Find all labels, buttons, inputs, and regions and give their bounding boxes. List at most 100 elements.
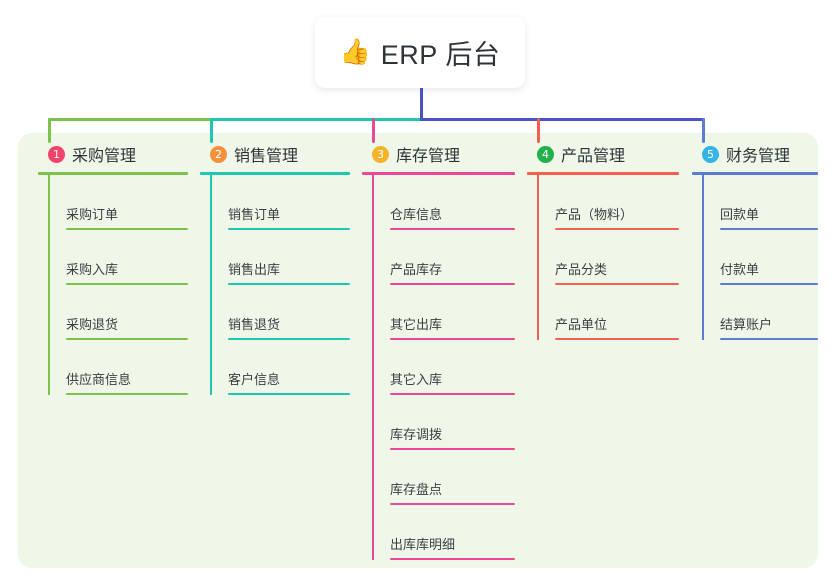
root-node[interactable]: 👍 ERP 后台 — [315, 17, 525, 88]
connector-drop — [537, 118, 540, 143]
branch-number-badge: 3 — [372, 145, 389, 163]
branch-title: 产品管理 — [561, 148, 626, 165]
branch-item-underline — [720, 338, 818, 340]
branch-item-underline — [228, 393, 350, 395]
branch-item[interactable]: 产品分类 — [527, 230, 679, 285]
branch-title: 库存管理 — [396, 148, 461, 165]
branch-title: 采购管理 — [72, 148, 137, 165]
branch-item[interactable]: 付款单 — [692, 230, 818, 285]
branch-items: 销售订单销售出库销售退货客户信息 — [200, 175, 350, 395]
branch-header-underline — [527, 172, 679, 175]
branch-item-label: 采购入库 — [66, 262, 119, 277]
connector-segment — [210, 118, 423, 121]
connector-drop — [48, 118, 51, 143]
root-trunk — [420, 84, 423, 121]
branch-item[interactable]: 其它入库 — [362, 340, 515, 395]
branch-item-underline — [390, 338, 515, 340]
branch-item[interactable]: 产品库存 — [362, 230, 515, 285]
branch-item-label: 回款单 — [720, 207, 760, 222]
branch-item-underline — [390, 448, 515, 450]
branch-items: 采购订单采购入库采购退货供应商信息 — [38, 175, 188, 395]
branch-item[interactable]: 产品单位 — [527, 285, 679, 340]
branch-item[interactable]: 销售出库 — [200, 230, 350, 285]
branch-item[interactable]: 回款单 — [692, 175, 818, 230]
branch-items: 产品（物料） 产品分类产品单位 — [527, 175, 679, 340]
branch-item-underline — [390, 558, 515, 560]
branch-item-underline — [390, 228, 515, 230]
branch-item-underline — [555, 338, 679, 340]
branch-header-5[interactable]: 5 财务管理 — [692, 141, 818, 167]
branch-column-5: 5 财务管理回款单付款单结算账户 — [692, 141, 818, 340]
branch-item-underline — [228, 338, 350, 340]
connector-segment — [420, 118, 540, 121]
branch-item-label: 仓库信息 — [390, 207, 443, 222]
branch-item[interactable]: 出库库明细 — [362, 505, 515, 560]
branch-number-badge: 2 — [210, 145, 227, 163]
branch-item[interactable]: 供应商信息 — [38, 340, 188, 395]
root-node-label: ERP 后台 — [380, 40, 501, 70]
branch-item-underline — [390, 503, 515, 505]
thumbs-up-icon: 👍 — [339, 38, 371, 66]
branch-panel — [18, 133, 818, 568]
connector-drop — [372, 118, 375, 143]
branch-item[interactable]: 结算账户 — [692, 285, 818, 340]
connector-segment — [48, 118, 213, 121]
branch-item-label: 产品分类 — [555, 262, 608, 277]
branch-item-label: 结算账户 — [720, 317, 773, 332]
branch-item-underline — [66, 338, 188, 340]
branch-header-underline — [200, 172, 350, 175]
branch-item-label: 客户信息 — [228, 372, 281, 387]
branch-item[interactable]: 销售订单 — [200, 175, 350, 230]
branch-item[interactable]: 采购订单 — [38, 175, 188, 230]
branch-items: 回款单付款单结算账户 — [692, 175, 818, 340]
branch-title: 财务管理 — [726, 148, 791, 165]
branch-item[interactable]: 产品（物料） — [527, 175, 679, 230]
branch-item-underline — [720, 228, 818, 230]
branch-header-3[interactable]: 3 库存管理 — [362, 141, 515, 167]
branch-item-label: 其它出库 — [390, 317, 443, 332]
branch-item-underline — [720, 283, 818, 285]
branch-item-label: 库存调拨 — [390, 427, 443, 442]
branch-item-underline — [66, 283, 188, 285]
branch-items: 仓库信息产品库存其它出库其它入库库存调拨库存盘点出库库明细 — [362, 175, 515, 560]
branch-column-3: 3 库存管理仓库信息产品库存其它出库其它入库库存调拨库存盘点出库库明细 — [362, 141, 515, 560]
branch-item-underline — [555, 283, 679, 285]
branch-spine — [702, 175, 704, 340]
branch-item[interactable]: 其它出库 — [362, 285, 515, 340]
connector-segment — [537, 118, 705, 121]
branch-item-label: 销售订单 — [228, 207, 281, 222]
branch-item-underline — [555, 228, 679, 230]
branch-item-label: 库存盘点 — [390, 482, 443, 497]
branch-number-badge: 5 — [702, 145, 719, 163]
branch-item-label: 销售出库 — [228, 262, 281, 277]
branch-item-label: 出库库明细 — [390, 537, 456, 552]
branch-header-underline — [692, 172, 818, 175]
branch-item-underline — [66, 228, 188, 230]
branch-spine — [372, 175, 374, 560]
branch-item-label: 采购订单 — [66, 207, 119, 222]
branch-spine — [210, 175, 212, 395]
branch-item[interactable]: 客户信息 — [200, 340, 350, 395]
branch-item-underline — [228, 228, 350, 230]
branch-item-label: 付款单 — [720, 262, 760, 277]
branch-header-underline — [362, 172, 515, 175]
connector-drop — [702, 118, 705, 143]
branch-item[interactable]: 采购入库 — [38, 230, 188, 285]
branch-header-underline — [38, 172, 188, 175]
branch-item[interactable]: 仓库信息 — [362, 175, 515, 230]
connector-drop — [210, 118, 213, 143]
branch-item[interactable]: 销售退货 — [200, 285, 350, 340]
branch-item[interactable]: 采购退货 — [38, 285, 188, 340]
branch-spine — [48, 175, 50, 395]
branch-item-label: 产品单位 — [555, 317, 608, 332]
branch-item-label: 销售退货 — [228, 317, 281, 332]
branch-item[interactable]: 库存调拨 — [362, 395, 515, 450]
branch-item-label: 其它入库 — [390, 372, 443, 387]
branch-item[interactable]: 库存盘点 — [362, 450, 515, 505]
